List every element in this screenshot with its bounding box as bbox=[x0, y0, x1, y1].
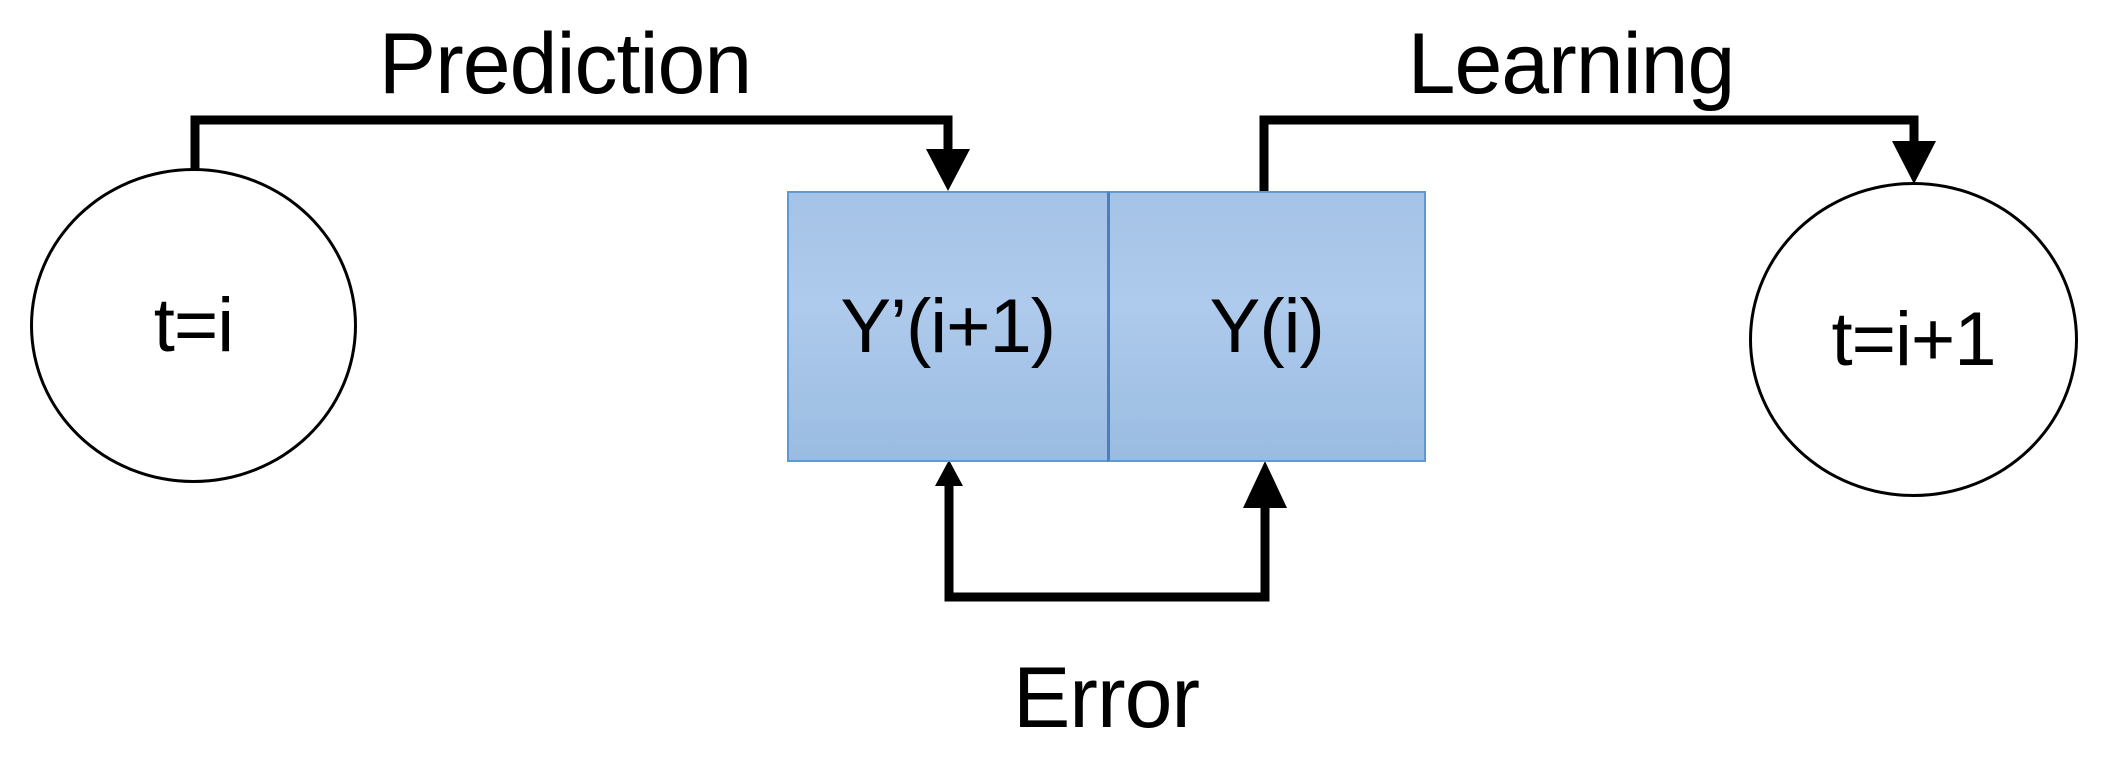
learning-arrowhead-icon bbox=[1892, 141, 1936, 184]
learning-arrow bbox=[1259, 115, 1936, 191]
prediction-arrowhead-icon bbox=[926, 149, 970, 191]
value-box-group: Y’(i+1) Y(i) bbox=[787, 191, 1426, 462]
predicted-value-box: Y’(i+1) bbox=[787, 191, 1107, 462]
learning-label: Learning bbox=[1407, 16, 1736, 112]
actual-value-label: Y(i) bbox=[1209, 284, 1325, 369]
error-label: Error bbox=[1012, 649, 1200, 746]
error-arrow bbox=[935, 460, 1287, 602]
state-node-t-i-label: t=i bbox=[153, 283, 234, 368]
error-arrowhead-left-icon bbox=[935, 460, 963, 486]
state-node-t-i-plus-1: t=i+1 bbox=[1749, 182, 2078, 497]
error-arrowhead-right-icon bbox=[1243, 461, 1287, 508]
prediction-label: Prediction bbox=[378, 16, 752, 112]
actual-value-box: Y(i) bbox=[1106, 191, 1426, 462]
predicted-value-label: Y’(i+1) bbox=[840, 284, 1056, 369]
state-node-t-i-plus-1-label: t=i+1 bbox=[1831, 297, 1996, 382]
prediction-arrow bbox=[190, 115, 970, 191]
state-node-t-i: t=i bbox=[30, 168, 357, 483]
